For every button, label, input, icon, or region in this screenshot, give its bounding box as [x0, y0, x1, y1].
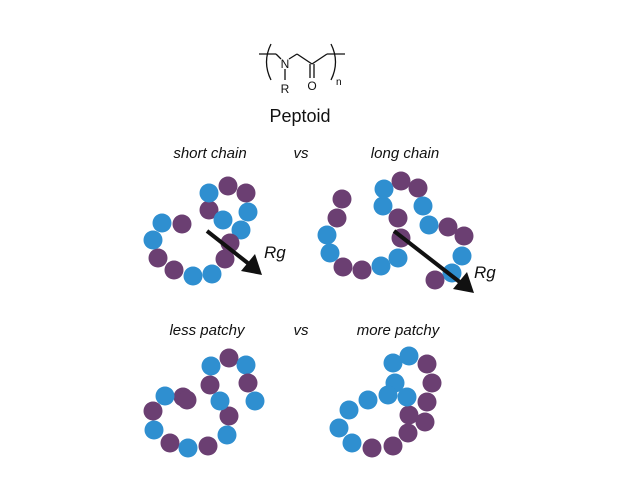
monomer-bead-purple: [388, 208, 408, 228]
monomer-bead-purple: [200, 375, 220, 395]
monomer-bead-blue: [329, 418, 349, 438]
monomer-bead-blue: [245, 391, 265, 411]
monomer-bead-purple: [417, 392, 437, 412]
monomer-bead-blue: [152, 213, 172, 233]
label-vs-2: vs: [294, 322, 310, 339]
label-vs-1: vs: [294, 145, 310, 162]
monomer-bead-blue: [183, 266, 203, 286]
atom-n: N: [281, 57, 290, 71]
monomer-bead-purple: [172, 214, 192, 234]
monomer-bead-blue: [371, 256, 391, 276]
peptoid-title: Peptoid: [269, 106, 330, 126]
peptoid-structure: N R O n Peptoid: [259, 43, 345, 126]
monomer-bead-purple: [332, 189, 352, 209]
monomer-bead-purple: [415, 412, 435, 432]
repeat-subscript: n: [336, 77, 342, 88]
monomer-bead-blue: [317, 225, 337, 245]
monomer-bead-purple: [383, 436, 403, 456]
monomer-bead-purple: [215, 249, 235, 269]
monomer-bead-blue: [199, 183, 219, 203]
label-long-chain: long chain: [371, 145, 439, 162]
left-bracket: [265, 43, 272, 81]
monomer-bead-blue: [339, 400, 359, 420]
monomer-bead-purple: [164, 260, 184, 280]
less-patchy-polymer: [143, 348, 265, 458]
monomer-bead-purple: [399, 405, 419, 425]
monomer-bead-blue: [388, 248, 408, 268]
monomer-bead-blue: [419, 215, 439, 235]
label-short-chain: short chain: [173, 145, 246, 162]
monomer-bead-blue: [213, 210, 233, 230]
atom-o: O: [307, 79, 316, 93]
monomer-bead-blue: [413, 196, 433, 216]
monomer-bead-purple: [408, 178, 428, 198]
monomer-bead-purple: [425, 270, 445, 290]
monomer-bead-blue: [217, 425, 237, 445]
label-less-patchy: less patchy: [169, 322, 246, 339]
monomer-bead-blue: [383, 353, 403, 373]
monomer-bead-blue: [374, 179, 394, 199]
monomer-bead-purple: [199, 200, 219, 220]
monomer-bead-blue: [210, 391, 230, 411]
bond-n-ch2: [288, 53, 298, 60]
monomer-bead-blue: [202, 264, 222, 284]
monomer-bead-purple: [143, 401, 163, 421]
monomer-bead-blue: [378, 385, 398, 405]
rg-arrow-short: [205, 229, 262, 275]
monomer-bead-blue: [201, 356, 221, 376]
monomer-bead-blue: [143, 230, 163, 250]
monomer-bead-purple: [177, 390, 197, 410]
monomer-bead-purple: [438, 217, 458, 237]
monomer-bead-purple: [398, 423, 418, 443]
monomer-bead-blue: [399, 346, 419, 366]
bond-c-n: [275, 53, 282, 60]
monomer-bead-purple: [219, 348, 239, 368]
monomer-bead-purple: [417, 354, 437, 374]
monomer-bead-purple: [238, 373, 258, 393]
monomer-bead-blue: [236, 355, 256, 375]
monomer-bead-blue: [231, 220, 251, 240]
monomer-bead-purple: [362, 438, 382, 458]
rg-arrow-long: [392, 229, 474, 293]
monomer-bead-blue: [342, 433, 362, 453]
monomer-bead-purple: [219, 406, 239, 426]
more-patchy-polymer: [329, 346, 442, 458]
monomer-bead-blue: [452, 246, 472, 266]
rg-label-long: Rg: [474, 263, 496, 282]
bond-ch2-c: [296, 53, 313, 65]
monomer-bead-blue: [238, 202, 258, 222]
monomer-bead-purple: [236, 183, 256, 203]
monomer-bead-purple: [422, 373, 442, 393]
monomer-bead-purple: [218, 176, 238, 196]
monomer-bead-blue: [358, 390, 378, 410]
monomer-bead-purple: [454, 226, 474, 246]
monomer-bead-blue: [397, 387, 417, 407]
monomer-bead-blue: [178, 438, 198, 458]
monomer-bead-purple: [352, 260, 372, 280]
long-chain-polymer: [317, 171, 474, 290]
monomer-bead-purple: [198, 436, 218, 456]
monomer-bead-blue: [155, 386, 175, 406]
monomer-bead-purple: [160, 433, 180, 453]
bond-c-c: [311, 53, 328, 65]
monomer-bead-blue: [373, 196, 393, 216]
monomer-bead-purple: [333, 257, 353, 277]
monomer-bead-purple: [391, 171, 411, 191]
atom-r: R: [281, 82, 290, 96]
monomer-bead-purple: [327, 208, 347, 228]
monomer-bead-blue: [144, 420, 164, 440]
monomer-bead-blue: [320, 243, 340, 263]
label-more-patchy: more patchy: [357, 322, 441, 339]
right-bracket: [330, 43, 337, 81]
rg-label-short: Rg: [264, 243, 286, 262]
short-chain-polymer: [143, 176, 258, 286]
monomer-bead-purple: [148, 248, 168, 268]
